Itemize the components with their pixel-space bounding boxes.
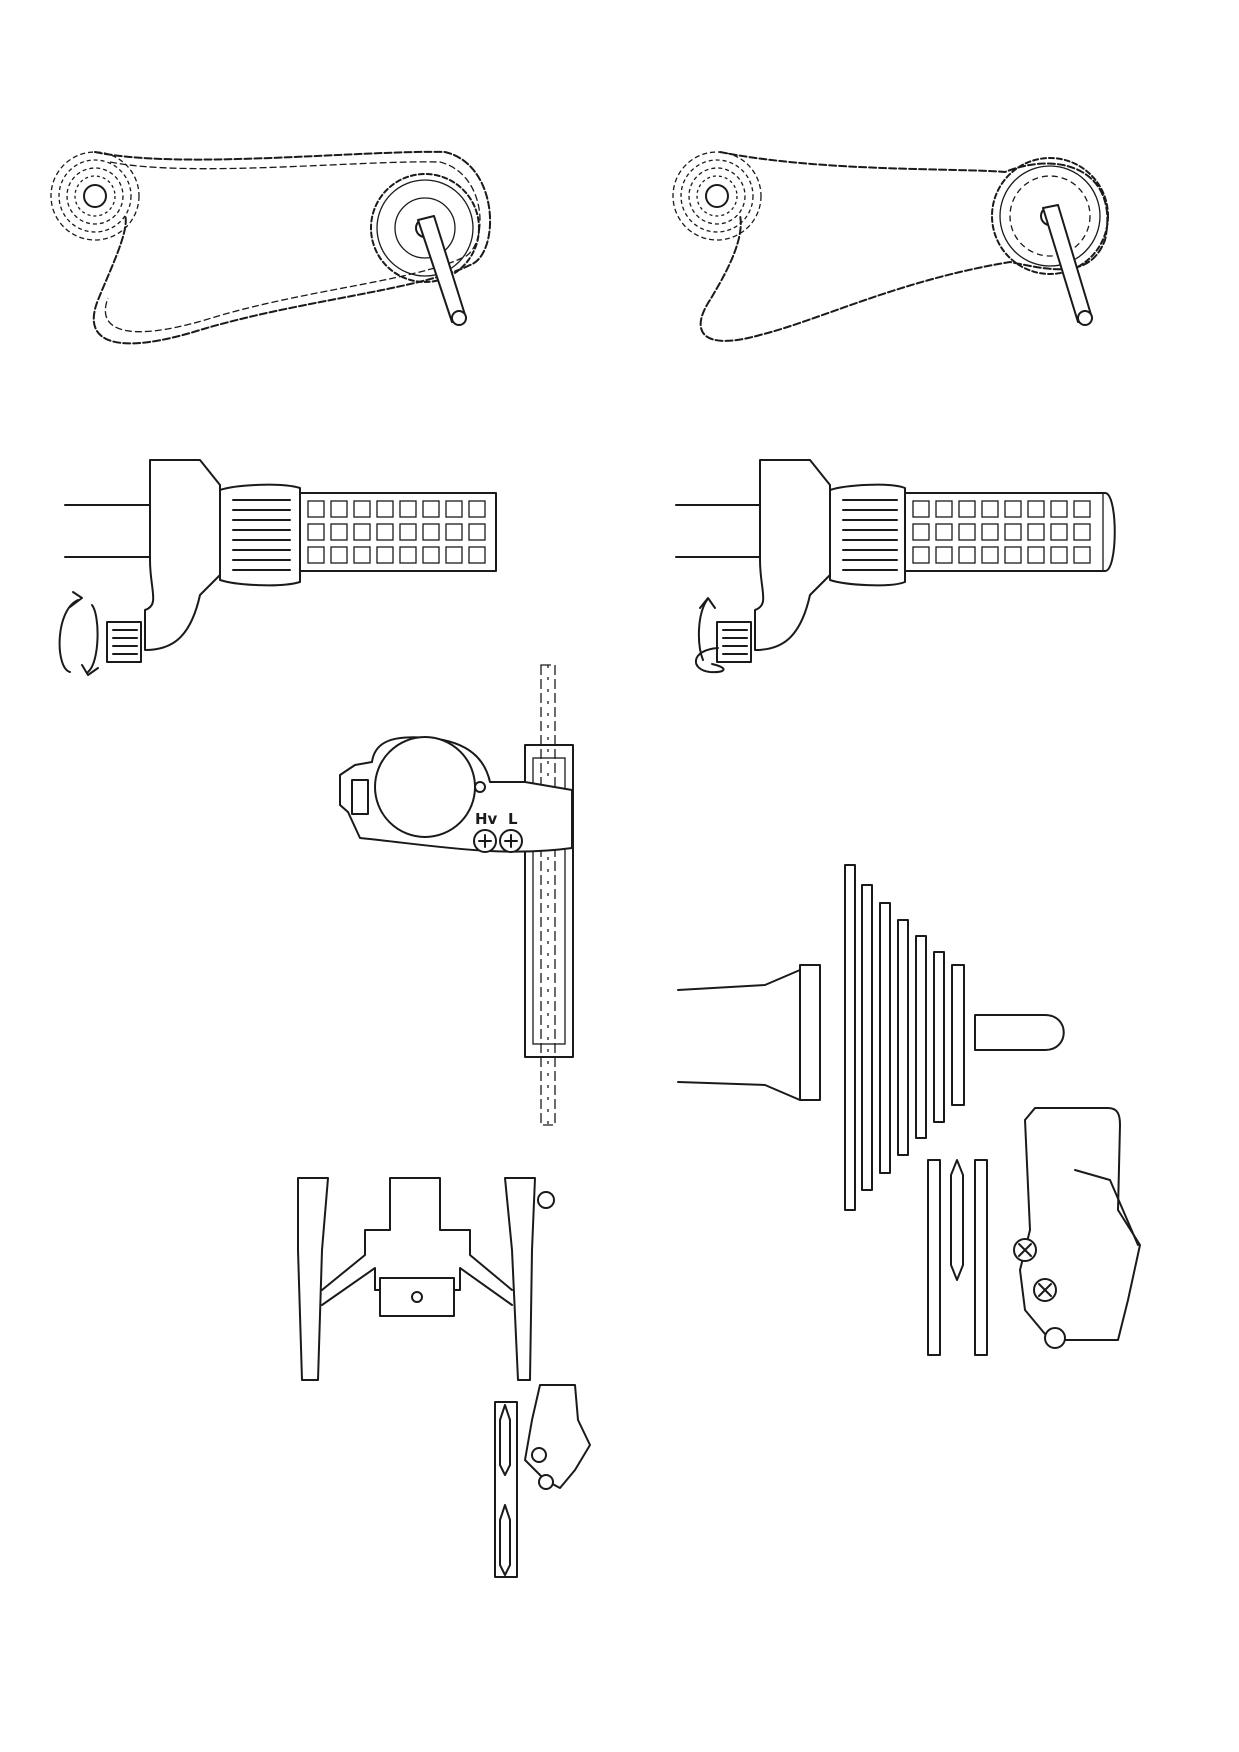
bridge-plate xyxy=(379,1277,455,1317)
chainring xyxy=(991,157,1109,275)
shifter-body xyxy=(144,459,221,651)
limit-screw-icon xyxy=(499,829,523,853)
rear-derailleur xyxy=(1013,1107,1141,1349)
limit-screw-icon xyxy=(473,829,497,853)
low-limit-label: L xyxy=(508,810,518,828)
cassette xyxy=(844,864,945,1211)
handlebar-grip xyxy=(299,492,497,572)
right-dropout xyxy=(504,1177,536,1381)
chain-inner xyxy=(104,161,481,333)
drivetrain-large-chainring xyxy=(672,151,1109,342)
hub-axle xyxy=(677,969,801,1101)
high-limit-label: Hv xyxy=(475,810,498,828)
grip-ridges xyxy=(842,499,898,571)
chain xyxy=(699,151,1109,342)
rear-dropout-derailleur xyxy=(297,1177,591,1578)
derailleur-cage xyxy=(524,744,574,1058)
jockey-wheel xyxy=(950,1159,964,1281)
left-dropout xyxy=(297,1177,329,1381)
shifter-barrel-adjuster-one-way xyxy=(675,459,1116,674)
shifter-barrel-adjuster-both-ways xyxy=(58,459,497,676)
engaged-cog xyxy=(951,964,965,1106)
axle-end xyxy=(974,1014,1065,1051)
chain xyxy=(92,150,492,345)
frame-bridge xyxy=(321,1177,513,1291)
rotate-both-ways-icon xyxy=(58,591,99,676)
handlebar-grip xyxy=(904,492,1116,572)
barrel-adjuster xyxy=(716,621,752,663)
front-derailleur-limit-screws: Hv L xyxy=(339,664,574,1126)
rotate-one-way-icon xyxy=(694,597,725,674)
derailleur-cage xyxy=(927,1159,988,1356)
small-derailleur xyxy=(494,1384,591,1578)
clamp-opening xyxy=(374,736,476,838)
chain-vertical xyxy=(540,664,556,1126)
drivetrain-small-chainring xyxy=(50,150,492,345)
cassette-cogs xyxy=(672,151,762,241)
rear-cassette-derailleur xyxy=(677,864,1141,1356)
shifter-body xyxy=(754,459,831,651)
cassette-cogs xyxy=(50,151,140,241)
grip-texture xyxy=(912,500,1091,564)
grip-texture xyxy=(307,500,486,564)
barrel-adjuster xyxy=(106,621,142,663)
grip-ridges xyxy=(232,499,291,571)
